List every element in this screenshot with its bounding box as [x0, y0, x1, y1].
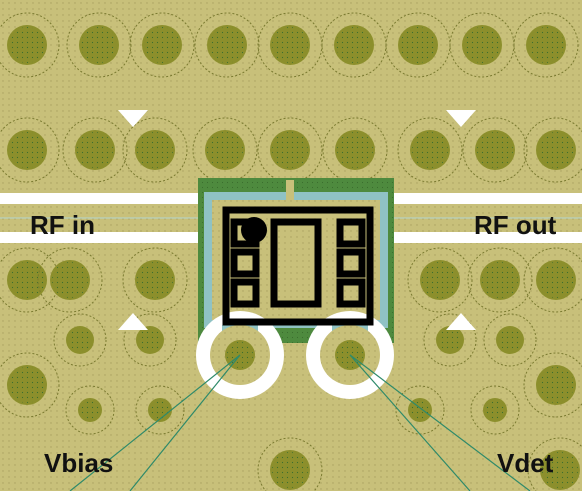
via-pad-texture: [272, 27, 308, 63]
vbias-trace-left: [69, 354, 241, 491]
via-pad-texture: [52, 262, 88, 298]
pin-5-pad: [336, 248, 366, 278]
via-ring: [513, 12, 579, 78]
via-ring: [129, 12, 195, 78]
via-pad-texture: [412, 132, 448, 168]
via-ring: [122, 247, 188, 313]
via-pad-texture: [9, 132, 45, 168]
via-ring: [322, 117, 388, 183]
via-ring: [423, 313, 477, 367]
pin-3-pad: [230, 278, 260, 308]
via-ring: [53, 313, 107, 367]
via-pad-texture: [498, 328, 522, 352]
rf-in-label: RF in: [30, 210, 95, 240]
via-pad-texture: [81, 27, 117, 63]
via-pad-texture: [337, 132, 373, 168]
ic-package-outline: [222, 206, 374, 326]
exposed-pad-outline: [270, 218, 322, 308]
via-ring: [66, 12, 132, 78]
marker-triangle-bottom-right: [446, 313, 476, 330]
via-ring: [123, 313, 177, 367]
via-ring: [470, 385, 520, 435]
via-ring: [523, 352, 582, 418]
vbias-label: Vbias: [44, 448, 114, 478]
rf-out-label: RF out: [474, 210, 557, 240]
via-pad-texture: [207, 132, 243, 168]
via-pad-texture: [542, 452, 578, 488]
via-pad-texture: [538, 132, 574, 168]
via-ring: [0, 12, 60, 78]
via-pad-texture: [482, 262, 518, 298]
package-body-outline: [222, 206, 374, 326]
via-ring: [0, 117, 60, 183]
via-pad-texture: [9, 27, 45, 63]
via-pad-texture: [538, 262, 574, 298]
via-pad-texture: [272, 132, 308, 168]
vdet-trace-left: [349, 354, 471, 491]
via-ring: [462, 117, 528, 183]
pin-6-pad: [336, 218, 366, 248]
via-pad-texture: [9, 262, 45, 298]
vdet-trace-right: [349, 354, 531, 491]
via-ring: [37, 247, 103, 313]
pin-4-pad: [336, 278, 366, 308]
via-pad-texture: [410, 400, 430, 420]
via-pad-texture: [137, 262, 173, 298]
via-pad-texture: [438, 328, 462, 352]
via-pad-texture: [138, 328, 162, 352]
via-ring: [523, 117, 582, 183]
marker-triangle-top-right: [446, 110, 476, 127]
via-ring: [65, 385, 115, 435]
via-ring: [0, 352, 60, 418]
via-pad-texture: [485, 400, 505, 420]
via-pad-texture: [137, 132, 173, 168]
via-ring: [407, 247, 473, 313]
marker-triangle-bottom-left: [118, 313, 148, 330]
marker-triangle-top-left: [118, 110, 148, 127]
via-pad-texture: [144, 27, 180, 63]
via-pad-texture: [209, 27, 245, 63]
via-ring: [467, 247, 533, 313]
pin-1-indicator-dot: [241, 217, 267, 243]
via-ring: [397, 117, 463, 183]
via-pad-texture: [538, 367, 574, 403]
pin-2-pad: [230, 248, 260, 278]
via-ring: [483, 313, 537, 367]
via-pad-texture: [400, 27, 436, 63]
via-pad-texture: [336, 27, 372, 63]
vdet-label: Vdet: [497, 448, 554, 478]
via-ring: [135, 385, 185, 435]
via-pad-texture: [77, 132, 113, 168]
via-pad-texture: [464, 27, 500, 63]
via-ring: [257, 117, 323, 183]
via-pad-texture: [422, 262, 458, 298]
via-pad-texture: [80, 400, 100, 420]
via-pad-texture: [477, 132, 513, 168]
via-pad-texture: [9, 367, 45, 403]
via-ring: [62, 117, 128, 183]
via-ring: [194, 12, 260, 78]
via-pad-texture: [528, 27, 564, 63]
via-pad-texture: [68, 328, 92, 352]
via-pad-texture: [272, 452, 308, 488]
via-ring: [257, 437, 323, 491]
via-ring: [192, 117, 258, 183]
via-ring: [527, 437, 582, 491]
via-pad-texture: [150, 400, 170, 420]
via-grid: [0, 12, 582, 491]
vbias-trace-right: [129, 354, 241, 491]
via-ring: [122, 117, 188, 183]
via-ring: [523, 247, 582, 313]
